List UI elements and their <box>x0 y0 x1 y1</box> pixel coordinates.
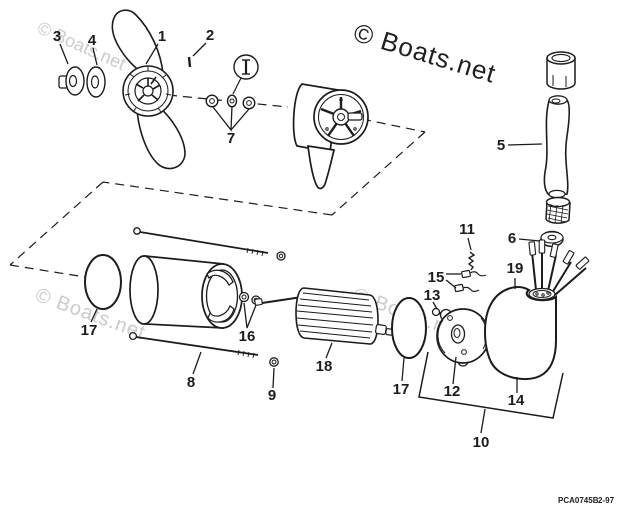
callout-1: 1 <box>158 28 166 45</box>
grommet <box>540 230 564 248</box>
callout-5: 5 <box>497 137 505 154</box>
wire-boot <box>484 239 590 381</box>
motor-can <box>129 255 243 329</box>
brand-mark: © Boats.net <box>350 17 500 89</box>
callout-9: 9 <box>268 387 276 404</box>
threaded-plug <box>545 196 571 224</box>
callout-16: 16 <box>239 328 256 345</box>
callout-15: 15 <box>428 269 445 286</box>
callout-13: 13 <box>424 287 441 304</box>
callout-labels: 1 2 3 4 5 6 7 8 9 10 11 12 13 14 15 16 1… <box>53 27 525 451</box>
brush-set <box>454 269 487 293</box>
end-cap <box>436 308 490 367</box>
o-ring-rear <box>391 297 427 359</box>
pin-detail-balloon <box>232 54 259 95</box>
bolt-nut <box>269 357 279 367</box>
callout-8: 8 <box>187 374 195 391</box>
callout-18: 18 <box>316 358 333 375</box>
shaft-hardware-set <box>205 94 256 110</box>
shaft-collar <box>546 51 576 90</box>
callout-10: 10 <box>473 434 490 451</box>
callout-6: 6 <box>508 230 516 247</box>
callout-17-rear: 17 <box>393 381 410 398</box>
propeller <box>111 9 186 170</box>
armature <box>254 287 395 345</box>
callout-19: 19 <box>507 260 524 277</box>
callout-2: 2 <box>206 27 214 44</box>
callout-17-front: 17 <box>81 322 98 339</box>
footer: PCA0745B 2-97 <box>558 496 615 505</box>
gearcase-housing <box>292 83 369 190</box>
assembly-bracket <box>418 351 564 419</box>
callout-12: 12 <box>444 383 461 400</box>
lower-tie-bolt <box>128 331 259 359</box>
flex-tube <box>543 95 571 199</box>
callout-3: 3 <box>53 28 61 45</box>
thrust-washer <box>86 66 106 98</box>
propeller-nut <box>58 66 85 96</box>
callout-4: 4 <box>88 32 97 49</box>
callout-leaders <box>59 42 543 434</box>
assembly-axis-lines <box>9 94 426 278</box>
revision-date: 2-97 <box>598 496 615 505</box>
callout-11: 11 <box>459 221 475 238</box>
drawing-code: PCA0745B <box>558 496 599 505</box>
drive-pin <box>187 56 192 68</box>
callout-7: 7 <box>227 130 235 147</box>
o-ring-front <box>84 254 122 310</box>
brush-spring <box>467 251 476 271</box>
upper-tie-bolt <box>133 227 286 261</box>
callout-14: 14 <box>508 392 525 409</box>
